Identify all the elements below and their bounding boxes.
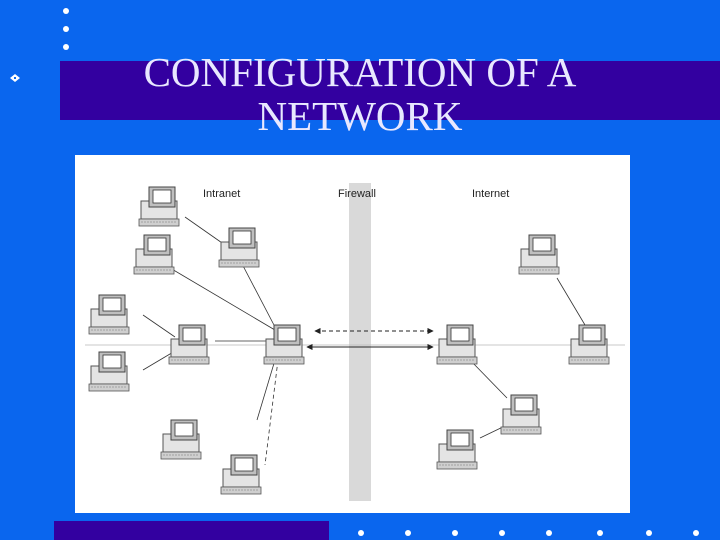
internet-gateway-computer-icon — [436, 324, 478, 365]
intranet-computer-icon — [88, 351, 130, 392]
decor-dot — [452, 530, 458, 536]
intranet-computer-icon — [218, 227, 260, 268]
intranet-computer-icon — [220, 454, 262, 495]
internet-computer-icon — [500, 394, 542, 435]
decor-dot — [63, 8, 69, 14]
intranet-links — [142, 216, 281, 466]
internet-computer-icon — [518, 234, 560, 275]
intranet-computer-icon — [138, 186, 180, 227]
decor-dot — [63, 26, 69, 32]
intranet-gateway-computer-icon — [263, 324, 305, 365]
decor-dot — [546, 530, 552, 536]
slide-title: CONFIGURATION OF A NETWORK — [143, 49, 577, 139]
firewall-label: Firewall — [338, 188, 376, 200]
internet-label: Internet — [472, 188, 509, 200]
decor-dot — [646, 530, 652, 536]
intranet-computer-icon — [160, 419, 202, 460]
decor-dot — [63, 44, 69, 50]
intranet-computer-icon — [168, 324, 210, 365]
decor-dot — [693, 530, 699, 536]
footer-accent-bar — [54, 521, 329, 540]
intranet-computer-icon — [88, 294, 130, 335]
title-accent-bar — [60, 61, 720, 120]
firewall-wall — [349, 183, 371, 501]
network-diagram-svg: Intranet Firewall Internet — [85, 183, 625, 501]
decor-dot — [499, 530, 505, 536]
decor-dot — [405, 530, 411, 536]
decor-dot — [597, 530, 603, 536]
diamond-bullet-icon — [10, 74, 20, 82]
intranet-label: Intranet — [203, 188, 240, 200]
intranet-computer-icon — [133, 234, 175, 275]
internet-computer-icon — [436, 429, 478, 470]
network-diagram: Intranet Firewall Internet — [75, 155, 630, 513]
decor-dot — [358, 530, 364, 536]
internet-computer-icon — [568, 324, 610, 365]
